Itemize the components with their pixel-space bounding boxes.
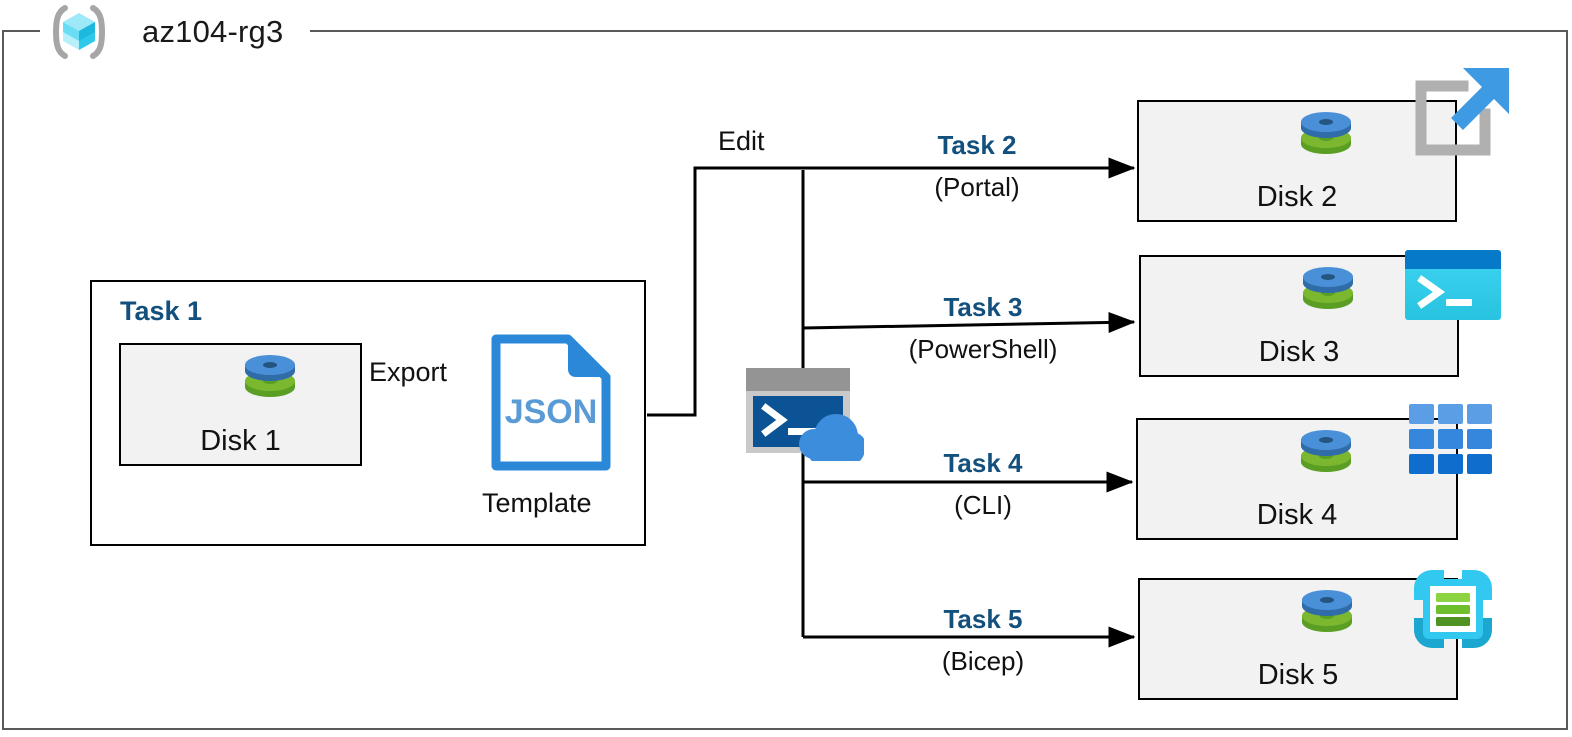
task2-edge-title: Task 2 <box>937 130 1017 160</box>
template-caption: Template <box>482 488 592 518</box>
disk4-box: Disk 4 <box>1136 418 1458 540</box>
disk4-caption: Disk 4 <box>1256 499 1338 531</box>
resource-group-name: az104-rg3 <box>142 14 284 49</box>
task5-edge-title: Task 5 <box>943 604 1023 634</box>
disk3-caption: Disk 3 <box>1258 336 1340 368</box>
disk1-caption: Disk 1 <box>200 425 281 457</box>
resource-group-frame <box>2 30 1568 730</box>
task2-edge-method: (Portal) <box>934 172 1020 202</box>
svg-text:JSON: JSON <box>505 393 598 431</box>
disk2-caption: Disk 2 <box>1256 181 1338 213</box>
disk5-box: Disk 5 <box>1138 578 1458 700</box>
edit-label: Edit <box>718 126 765 156</box>
export-label: Export <box>369 357 448 387</box>
resource-group-cube-icon <box>48 2 110 62</box>
disk3-box: Disk 3 <box>1139 255 1459 377</box>
task4-edge-title: Task 4 <box>943 448 1023 478</box>
task3-edge-method: (PowerShell) <box>908 334 1058 364</box>
task3-edge-title: Task 3 <box>943 292 1023 322</box>
disk2-box: Disk 2 <box>1137 100 1457 222</box>
task4-edge-method: (CLI) <box>954 490 1012 520</box>
task5-edge-method: (Bicep) <box>941 646 1025 676</box>
disk1-box: Disk 1 <box>119 343 362 466</box>
disk5-caption: Disk 5 <box>1257 659 1339 691</box>
task1-label: Task 1 <box>120 296 203 326</box>
resource-group-title-gap <box>40 22 310 40</box>
